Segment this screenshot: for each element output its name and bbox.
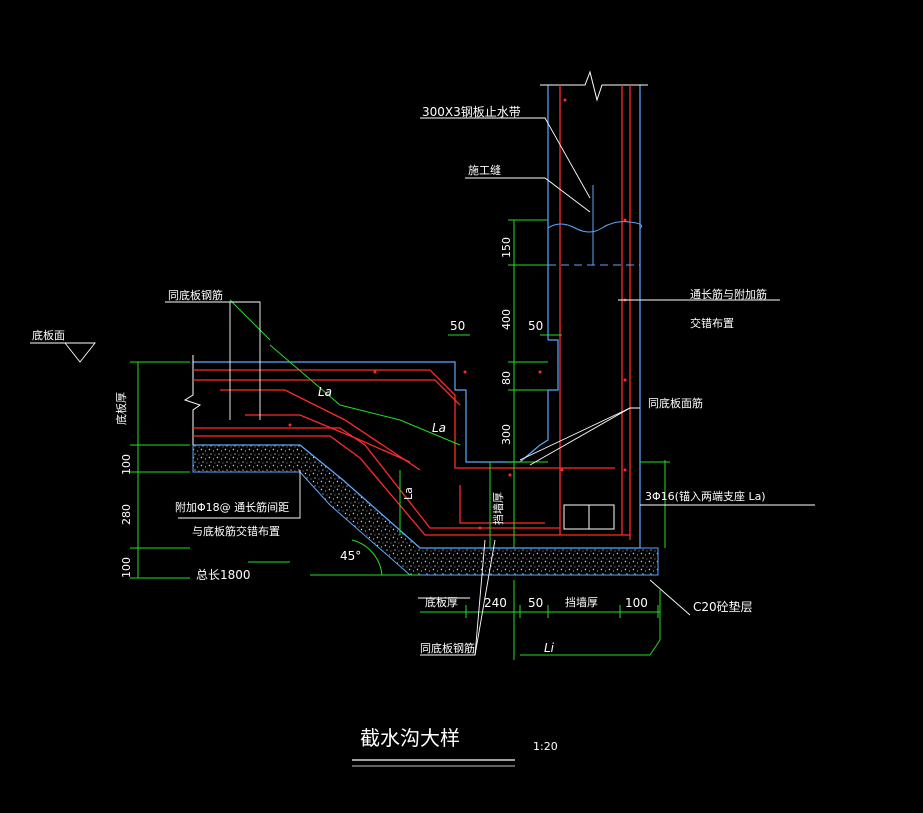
label-retaining-wall: 挡墙厚 [565,595,598,609]
label-la-3: La [402,487,415,500]
waterstop-plate [547,185,643,266]
label-through-rebar-2: 交错布置 [690,316,734,330]
label-angle: 45° [340,549,361,563]
dim-300: 300 [500,424,513,445]
drawing-scale: 1:20 [533,740,558,753]
dim-280: 280 [120,504,133,525]
dim-50-right: 50 [528,319,543,333]
dim-50-bottom: 50 [528,596,543,610]
label-la-2: La [432,421,446,435]
label-waterstop: 300X3钢板止水带 [422,105,521,119]
dim-80: 80 [500,371,513,385]
label-through-rebar-1: 通长筋与附加筋 [690,287,767,301]
dimension-labels: 150 400 80 300 50 50 100 280 100 240 50 … [120,237,648,610]
anchor-bar-box [563,504,615,530]
drawing-labels: 300X3钢板止水带 施工缝 同底板钢筋 底板面 通长筋与附加筋 交错布置 同底… [32,105,767,655]
label-same-bottom-rebar-top: 同底板钢筋 [168,288,223,302]
label-c20-cushion: C20砼垫层 [693,599,753,614]
dim-100-top: 100 [120,454,133,475]
label-same-slab-face-rebar: 同底板面筋 [648,396,703,410]
label-wall-thickness-vertical: 挡墙厚 [491,492,505,525]
label-slab-thickness-vertical: 底板厚 [114,392,128,425]
label-anchor-bars: 3Φ16(锚入两端支座 La) [645,489,766,503]
dim-400: 400 [500,309,513,330]
label-li: Li [544,641,555,655]
label-la-1: La [318,385,332,399]
label-extra-bars-1: 附加Φ18@ 通长筋间距 [175,500,289,514]
label-construction-joint: 施工缝 [468,163,501,177]
rebar-dots [288,98,627,530]
label-total-length: 总长1800 [196,568,251,582]
leader-lines [30,117,815,656]
dim-100-right: 100 [625,596,648,610]
title-block: 截水沟大样 1:20 [352,726,558,767]
slab-break-symbol [183,355,202,445]
dim-100-bottom: 100 [120,557,133,578]
dim-50-left: 50 [450,319,465,333]
dim-150: 150 [500,237,513,258]
wall-break-symbol [540,70,648,102]
label-slab-thickness-bottom: 底板厚 [425,595,458,609]
rebar-lines [193,85,631,540]
drawing-title: 截水沟大样 [360,726,460,750]
dim-240: 240 [484,596,507,610]
label-extra-bars-2: 与底板筋交错布置 [192,524,280,538]
dimension-lines [130,219,670,660]
label-slab-face: 底板面 [32,328,65,342]
label-same-bottom-rebar-bottom: 同底板钢筋 [420,641,475,655]
